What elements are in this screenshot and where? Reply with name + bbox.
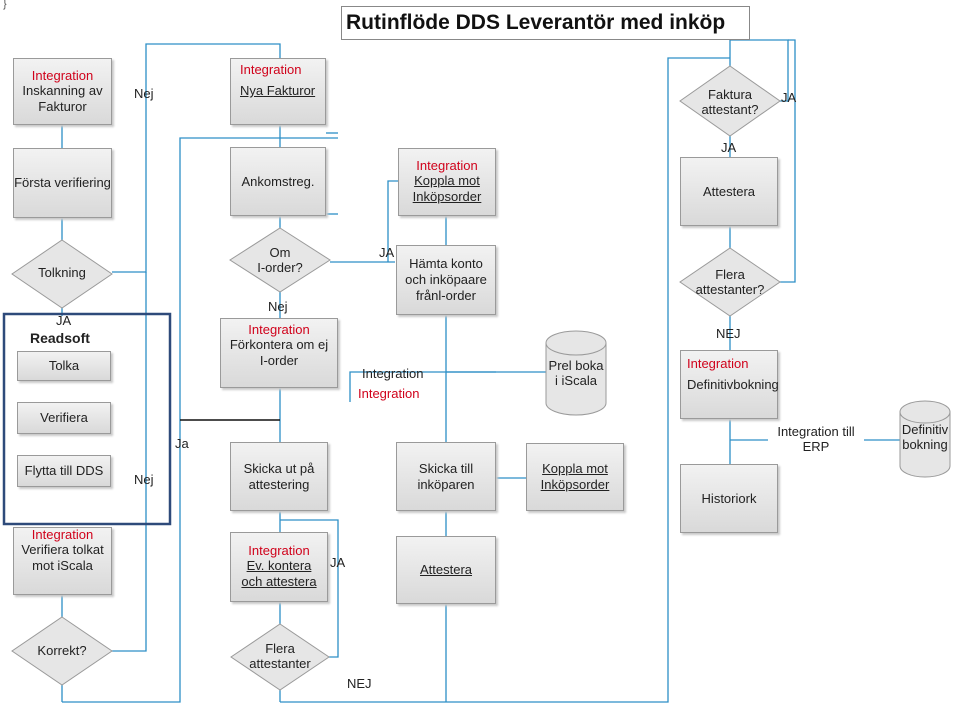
inskanning-line2: Fakturor — [38, 98, 87, 114]
om-iorder-decision[interactable]: Om I-order? — [240, 245, 320, 275]
verifiera-tolkat-box[interactable]: Integration Verifiera tolkat mot iScala — [13, 527, 112, 595]
skicka-attestering-line2: attestering — [248, 476, 310, 492]
skicka-ink-line1: Skicka till — [418, 460, 474, 476]
verifiera-tolkat-line1: Verifiera tolkat — [21, 542, 104, 557]
integration-erp-label: Integration till ERP — [768, 424, 864, 454]
def-bokning-line1: Definitiv — [901, 422, 949, 437]
koppla-inkopsorder-top-box[interactable]: Integration Koppla mot Inköpsorder — [398, 148, 496, 216]
erp-line2: ERP — [802, 439, 830, 454]
attestera-mid-label: Attestera — [419, 562, 473, 577]
flera-attestanter-right-decision[interactable]: Flera attestanter? — [688, 267, 772, 297]
ev-kontera-line1: Ev. kontera — [246, 558, 312, 573]
korrekt-decision[interactable]: Korrekt? — [37, 643, 87, 658]
page-title: Rutinflöde DDS Leverantör med inköp — [341, 6, 750, 40]
forkontera-box[interactable]: Integration Förkontera om ej I-order — [220, 318, 338, 388]
skicka-attestering-box[interactable]: Skicka ut på attestering — [230, 442, 328, 511]
flera-line2: attestanter — [249, 656, 311, 671]
ankomstreg-label: Ankomstreg. — [241, 173, 315, 189]
nya-fakturor-label: Nya Fakturor — [240, 83, 316, 98]
tolka-box[interactable]: Tolka — [17, 351, 111, 381]
ja-label-faktura-below: JA — [721, 140, 737, 155]
faktura-line1: Faktura — [707, 87, 753, 102]
historiork-label: Historiork — [701, 490, 757, 506]
flera-right-line2: attestanter? — [695, 282, 765, 297]
inskanning-line1: Inskanning av — [22, 82, 103, 98]
ja-label-tolkning: JA — [56, 313, 72, 328]
verifiera-box[interactable]: Verifiera — [17, 402, 111, 434]
nej-label-top: Nej — [134, 86, 154, 101]
verifiera-label: Verifiera — [40, 410, 88, 425]
integration-tag: Integration — [687, 356, 749, 371]
integration-label-red: Integration — [358, 386, 420, 401]
hamta-line2: och inköpaare — [405, 272, 487, 287]
ja-label-left: Ja — [175, 436, 189, 451]
flera-attestanter-decision[interactable]: Flera attestanter — [235, 641, 325, 671]
faktura-attestant-decision[interactable]: Faktura attestant? — [690, 87, 770, 117]
integration-tag: Integration — [31, 527, 94, 542]
attestera-right-box[interactable]: Attestera — [680, 157, 778, 226]
koppla-top-line2: Inköpsorder — [412, 189, 482, 204]
koppla-bottom-line2: Inköpsorder — [540, 477, 610, 492]
flera-line1: Flera — [265, 641, 295, 656]
flytta-dds-box[interactable]: Flytta till DDS — [17, 455, 111, 487]
koppla-top-line1: Koppla mot — [414, 173, 480, 188]
om-iorder-line1: Om — [269, 245, 291, 260]
verifiera-tolkat-line2: mot iScala — [32, 558, 93, 573]
skicka-inkoparen-box[interactable]: Skicka till inköparen — [396, 442, 496, 511]
definitivbokning-label: Definitivbokning — [687, 377, 779, 392]
forsta-verifiering-box[interactable]: Första verifiering — [13, 148, 112, 218]
historiork-box[interactable]: Historiork — [680, 464, 778, 533]
def-bokning-line2: bokning — [902, 437, 948, 452]
koppla-bottom-line1: Koppla mot — [542, 461, 608, 476]
forkontera-line2: I-order — [259, 353, 299, 368]
inskanning-box[interactable]: Integration Inskanning av Fakturor — [13, 58, 112, 125]
readsoft-title: Readsoft — [30, 330, 90, 346]
tolkning-decision[interactable]: Tolkning — [38, 265, 86, 280]
nej-label-flera: NEJ — [347, 676, 372, 691]
nya-fakturor-box[interactable]: Integration Nya Fakturor — [230, 58, 326, 125]
hamta-konto-box[interactable]: Hämta konto och inköpaare frånl-order — [396, 245, 496, 315]
erp-line1: Integration till — [777, 424, 855, 439]
prel-line2: i iScala — [555, 373, 597, 388]
ja-label-iorder: JA — [379, 245, 395, 260]
integration-label-mid: Integration — [362, 366, 424, 381]
corner-mark: } — [3, 0, 7, 10]
ja-label-flera: JA — [330, 555, 346, 570]
forkontera-line1: Förkontera om ej — [229, 337, 329, 352]
ja-label-faktura-side: JA — [781, 90, 797, 105]
hamta-line1: Hämta konto — [409, 256, 483, 271]
attestera-mid-box[interactable]: Attestera — [396, 536, 496, 604]
tolka-label: Tolka — [48, 358, 80, 373]
flytta-dds-label: Flytta till DDS — [24, 463, 104, 478]
integration-tag: Integration — [31, 67, 94, 83]
koppla-inkopsorder-bottom-box[interactable]: Koppla mot Inköpsorder — [526, 443, 624, 511]
forsta-verifiering-label: Första verifiering — [14, 175, 111, 190]
definitivbokning-box[interactable]: Integration Definitivbokning — [680, 350, 779, 419]
faktura-line2: attestant? — [701, 102, 759, 117]
integration-tag: Integration — [416, 158, 478, 173]
nej-label-bottom: Nej — [134, 472, 154, 487]
definitiv-bokning-db[interactable]: Definitiv bokning — [900, 422, 950, 452]
nej-label-iorder: Nej — [268, 299, 288, 314]
integration-tag: Integration — [248, 322, 310, 337]
prel-boka-db[interactable]: Prel boka i iScala — [546, 358, 606, 388]
flera-right-line1: Flera — [715, 267, 745, 282]
integration-tag: Integration — [240, 62, 302, 77]
prel-line1: Prel boka — [548, 358, 604, 373]
ankomstreg-box[interactable]: Ankomstreg. — [230, 147, 326, 216]
attestera-right-label: Attestera — [702, 183, 756, 199]
ev-kontera-line2: och attestera — [241, 574, 317, 589]
om-iorder-line2: I-order? — [257, 260, 303, 275]
nej-label-right: NEJ — [716, 326, 741, 341]
skicka-attestering-line1: Skicka ut på — [243, 460, 315, 476]
integration-tag: Integration — [248, 543, 310, 558]
ev-kontera-box[interactable]: Integration Ev. kontera och attestera — [230, 532, 328, 602]
skicka-ink-line2: inköparen — [417, 476, 475, 492]
hamta-line3: frånl-order — [416, 288, 476, 303]
